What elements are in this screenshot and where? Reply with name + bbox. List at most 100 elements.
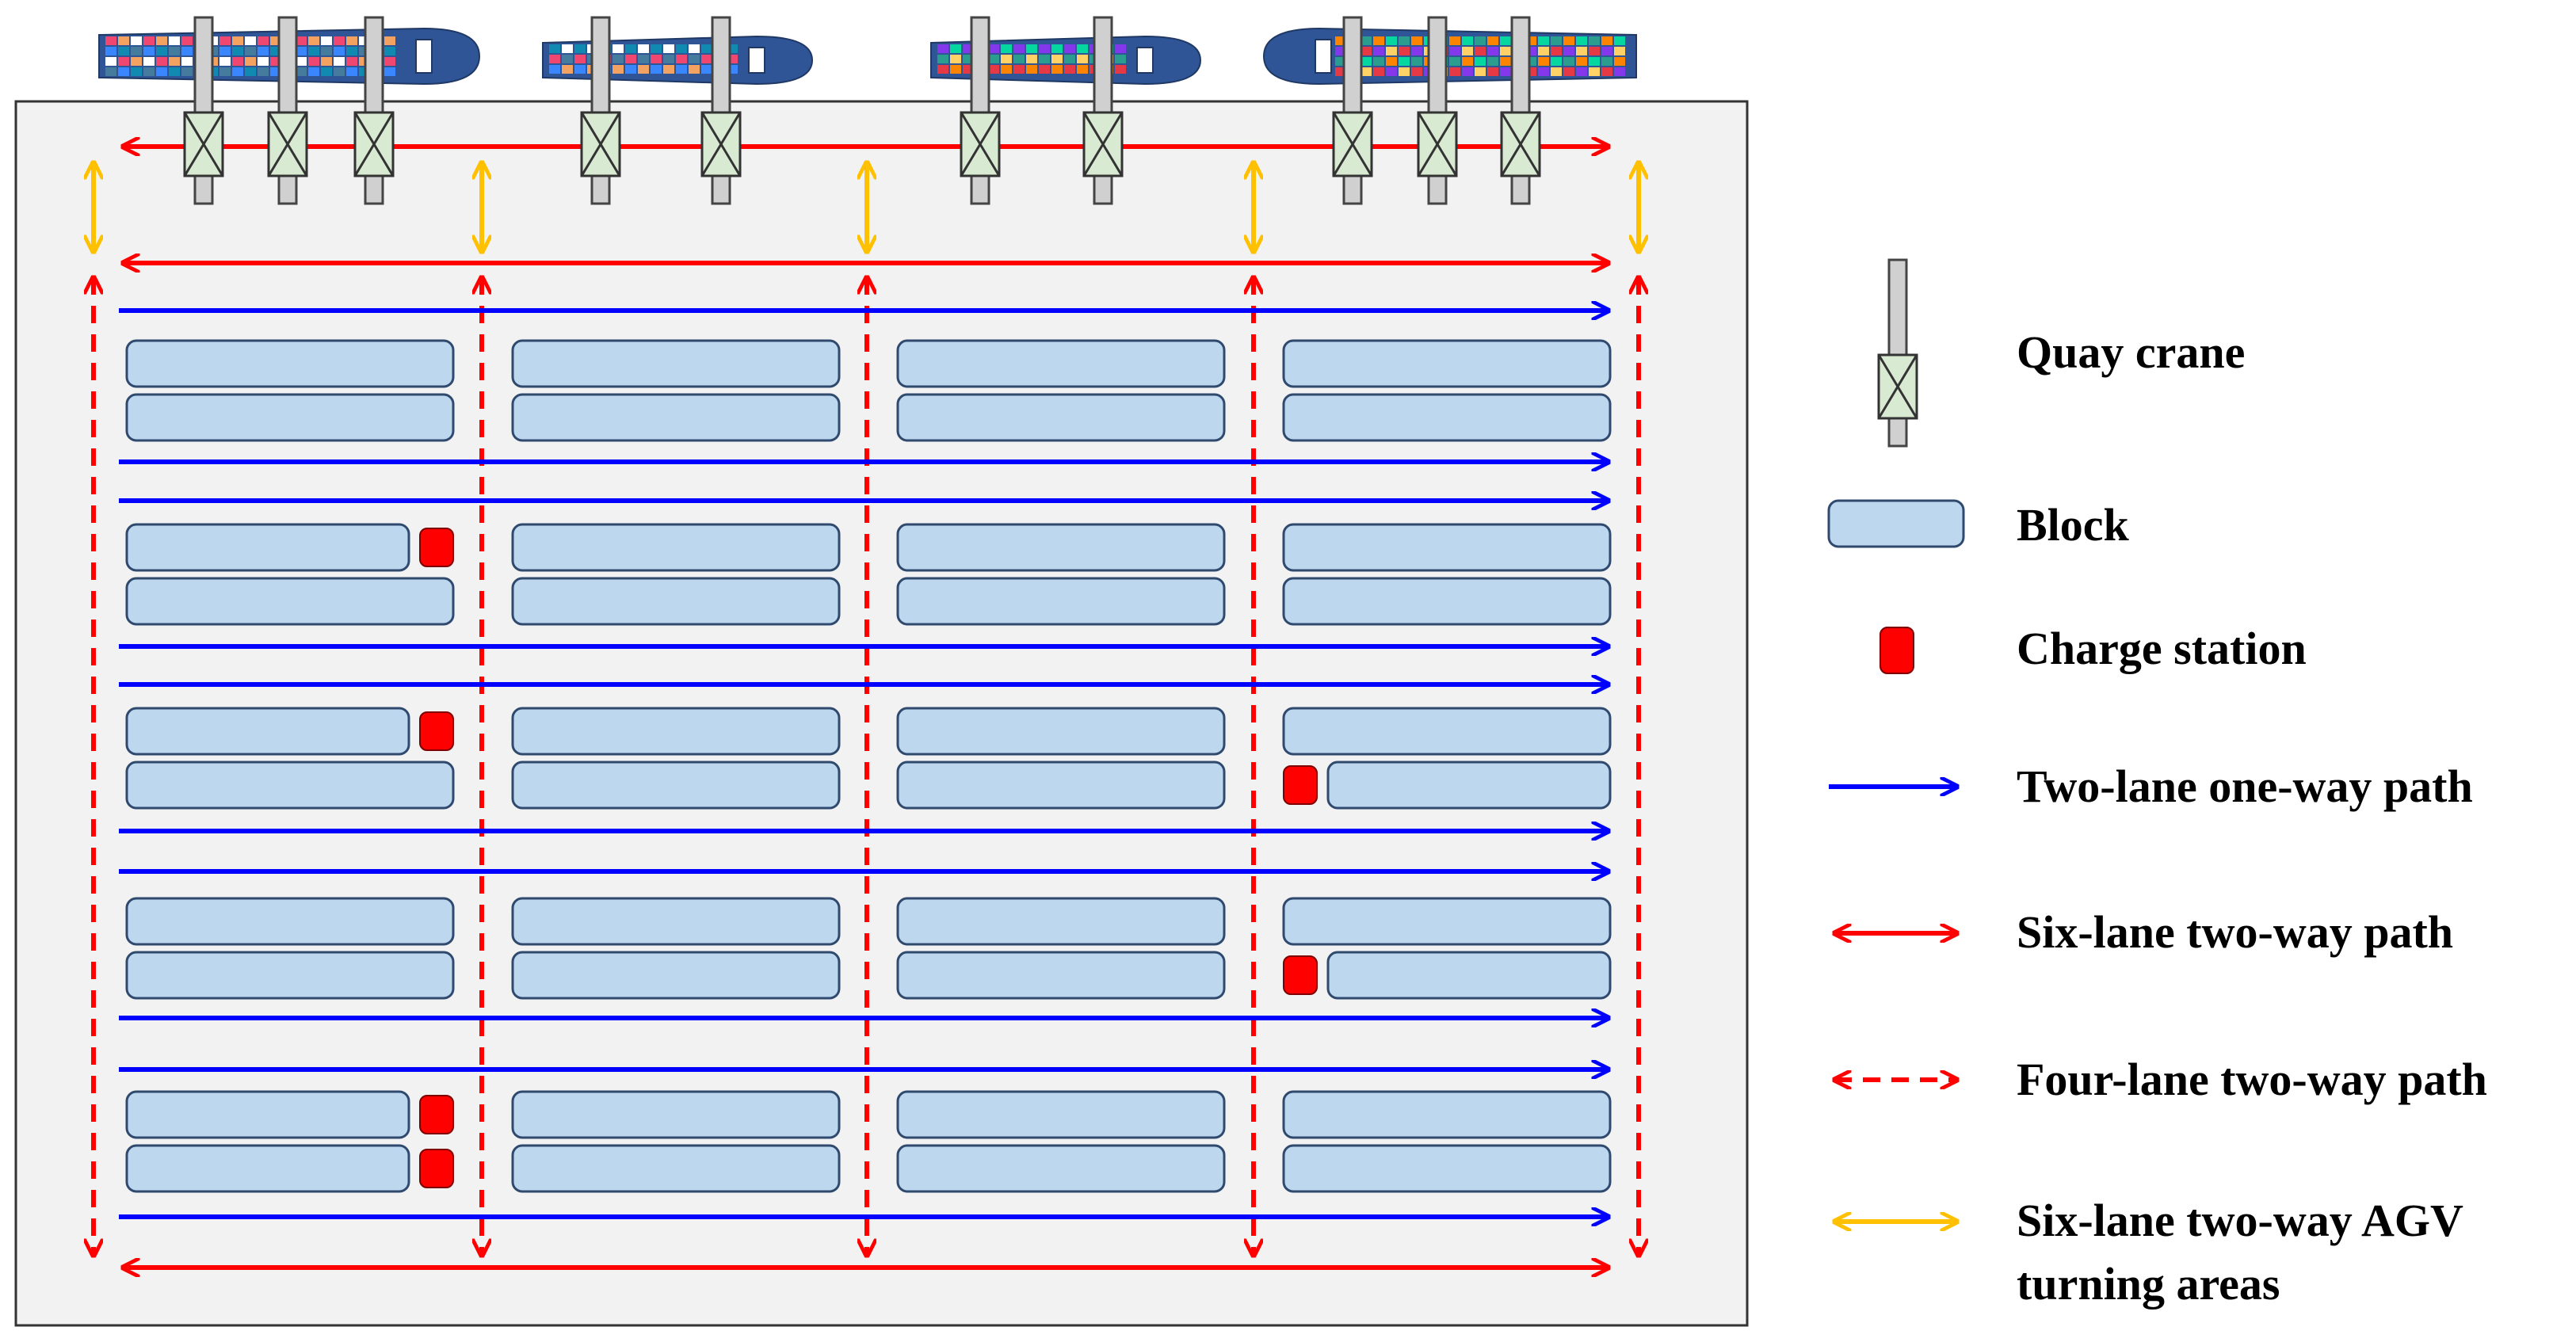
ship-container [1064,44,1075,53]
ship-container [296,47,307,55]
ship-container [1026,44,1037,53]
block [511,523,841,572]
ship-container [1614,36,1625,45]
ship-container [937,55,948,63]
ship-container [308,67,319,76]
ship-container [562,55,573,63]
ship-container [1361,47,1372,55]
block [125,577,455,626]
ship-container [1500,47,1511,55]
ship-container [651,55,662,63]
ship-container [1525,57,1536,66]
ship-container [1563,47,1574,55]
ship-container [1115,55,1126,63]
ship-container [937,44,948,53]
ship-container [1077,65,1088,74]
ship-container [1361,57,1372,66]
ship-container [1538,67,1549,76]
ship-container [549,44,560,53]
ship-container [1538,47,1549,55]
ship-container [950,44,961,53]
block [896,523,1226,572]
ship-container [638,65,649,74]
ship-container [245,47,256,55]
ship-container [1462,67,1473,76]
ship-container [1589,67,1600,76]
ship-container [308,36,319,45]
ship-container [1563,36,1574,45]
ship-container [1475,47,1486,55]
legend-label-six-lane-two-way: Six-lane two-way path [2017,906,2454,958]
ship-container [1525,67,1536,76]
ship-container [689,55,700,63]
quay-crane-icon [580,16,621,205]
ship-container [346,57,357,66]
ship-container [1115,44,1126,53]
block [896,761,1226,810]
ship-container [232,36,243,45]
ship-container [181,57,193,66]
ship-container [1399,36,1410,45]
block [1282,897,1612,946]
ship-container [105,57,116,66]
ship-container [574,55,586,63]
ship-container [638,55,649,63]
ship-container [1077,44,1088,53]
ship-container [1411,67,1422,76]
ship-container [384,57,395,66]
ship-container [727,55,738,63]
block [511,951,841,1000]
ship-container [1487,36,1498,45]
legend-label-agv-turning-line1: Six-lane two-way AGV [2017,1195,2463,1246]
ship-container [1538,36,1549,45]
ship-container [1386,47,1397,55]
quay-crane-icon [1417,16,1458,205]
ship-container [334,57,345,66]
ship-container [105,47,116,55]
block [511,577,841,626]
ship-container [1039,44,1050,53]
ship-container [1551,36,1562,45]
charge-station [419,1095,454,1134]
block [511,339,841,388]
crane-cross [1877,354,1918,419]
legend-symbols-group [1827,258,1965,1222]
ship-container [676,55,687,63]
charge-station [1283,765,1318,805]
ship-container [1115,65,1126,74]
crane-cross [1082,112,1124,177]
ship-container [1077,55,1088,63]
ship-container [169,47,180,55]
ship-container [1373,36,1384,45]
ship-container [1487,67,1498,76]
ship-container [258,57,269,66]
ship-container [169,67,180,76]
ship-container [245,36,256,45]
crane-cross [960,112,1001,177]
block [125,523,410,572]
block [125,897,455,946]
ship-container [1026,55,1037,63]
ship-container [651,65,662,74]
ship-container [1500,36,1511,45]
legend-charge-station [1880,627,1914,674]
block [1326,951,1612,1000]
ship-container [334,36,345,45]
block [511,897,841,946]
ship-container [1386,57,1397,66]
ship-container [219,57,231,66]
block [1282,1144,1612,1193]
ship-container [1335,36,1346,45]
ship-container [562,44,573,53]
legend-label-agv-turning-line2: turning areas [2017,1258,2280,1310]
ship-container [296,57,307,66]
block [511,393,841,442]
quay-crane-icon [1332,16,1373,205]
ship-container [1475,36,1486,45]
quay-crane-icon [1877,258,1918,448]
ship-container [1601,36,1612,45]
ship-container [574,44,586,53]
ship-container [245,57,256,66]
ship-container [143,57,155,66]
ship-container [143,47,155,55]
